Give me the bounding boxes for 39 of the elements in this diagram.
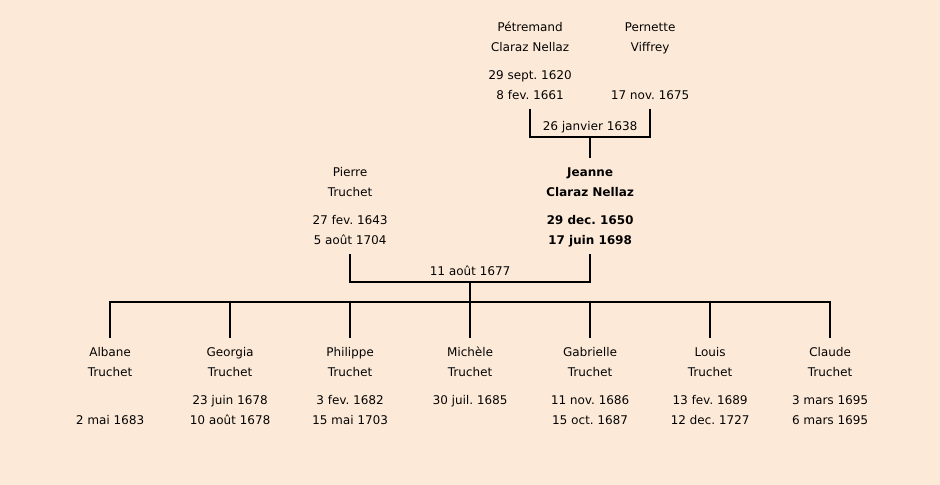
birth-date: 13 fev. 1689 [672,392,748,409]
death-date: 8 fev. 1661 [496,87,564,104]
parent-line [590,109,651,138]
person-name: Jeanne Claraz Nellaz [546,164,634,201]
death-date: 17 juin 1698 [548,232,632,249]
person-name: Albane Truchet [88,344,132,381]
birth-date: 3 mars 1695 [792,392,868,409]
parent-line [349,254,470,283]
child-line [589,137,591,158]
death-date: 2 mai 1683 [76,412,144,429]
parent-line [470,254,591,283]
person-name: Claude Truchet [808,344,852,381]
birth-date: 27 fev. 1643 [312,212,388,229]
birth-date: 30 juil. 1685 [432,392,508,409]
person-name: Michèle Truchet [447,344,493,381]
child-line [469,301,471,338]
death-date: 5 août 1704 [314,232,386,249]
death-date: 6 mars 1695 [792,412,868,429]
death-date: 10 août 1678 [190,412,270,429]
birth-date: 29 sept. 1620 [488,67,572,84]
person-name: Gabrielle Truchet [563,344,617,381]
child-line [349,301,470,338]
birth-date: 11 nov. 1686 [550,392,630,409]
birth-date: 29 dec. 1650 [546,212,634,229]
family-trunk-line [469,282,471,302]
parent-line [529,109,590,138]
person-name: Louis Truchet [688,344,732,381]
person-name: Pernette Viffrey [624,19,676,56]
birth-date: 3 fev. 1682 [316,392,384,409]
person-name: Georgia Truchet [206,344,254,381]
person-name: Pétremand Claraz Nellaz [490,19,570,56]
child-line [470,301,831,338]
death-date: 12 dec. 1727 [670,412,750,429]
death-date: 15 mai 1703 [312,412,388,429]
person-name: Philippe Truchet [326,344,374,381]
death-date: 15 oct. 1687 [552,412,628,429]
birth-date: 23 juin 1678 [192,392,268,409]
person-name: Pierre Truchet [328,164,372,201]
death-date: 17 nov. 1675 [610,87,690,104]
